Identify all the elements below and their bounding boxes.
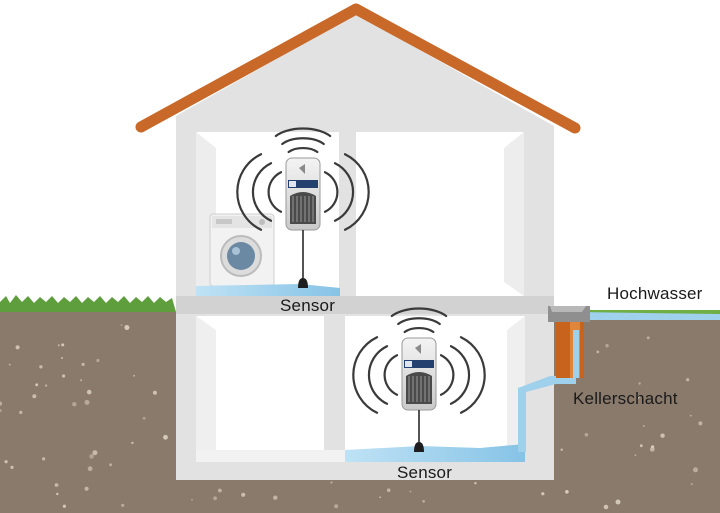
sensor-label-lower: Sensor	[397, 463, 453, 482]
upper-right-room	[356, 132, 524, 296]
sensor-label-upper: Sensor	[280, 296, 336, 315]
flood-label: Hochwasser	[607, 284, 703, 303]
signal-waves-icon	[352, 307, 486, 414]
soil-pebbles	[0, 324, 703, 510]
water-sensor-icon	[414, 442, 424, 452]
grass	[0, 295, 176, 312]
washing-machine	[209, 213, 275, 287]
water-basement	[345, 444, 525, 462]
shaft-label: Kellerschacht	[573, 389, 678, 408]
alarm-device-lower	[352, 307, 486, 452]
cellar-shaft	[548, 306, 590, 378]
floor-slab	[176, 296, 554, 314]
grass-right	[590, 310, 720, 316]
water-stream	[518, 376, 576, 452]
flood-water-surface	[576, 312, 720, 320]
basement-left-depth	[196, 316, 216, 462]
basement-left-room	[196, 316, 324, 462]
water-sensor-icon	[298, 278, 308, 288]
signal-waves-icon	[236, 127, 370, 231]
upper-right-depth	[504, 132, 524, 296]
roof	[135, 3, 581, 134]
alarm-device-upper	[236, 127, 370, 288]
